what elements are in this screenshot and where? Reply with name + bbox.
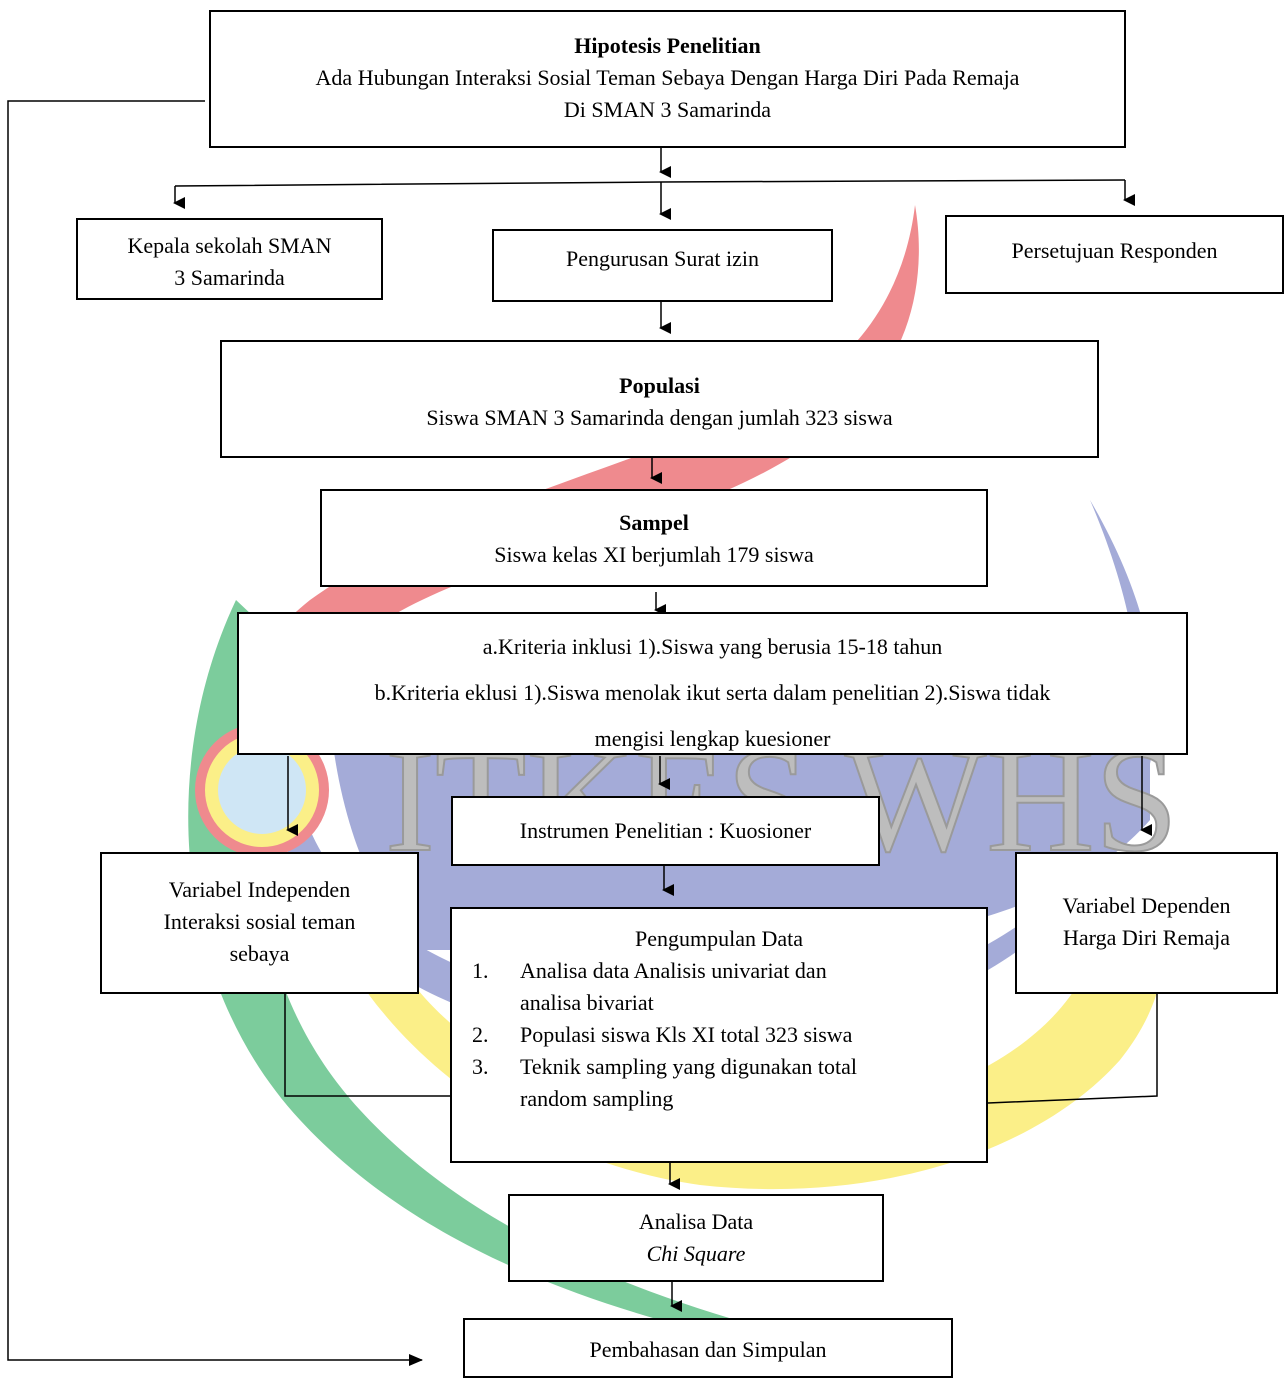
instrumen-box: Instrumen Penelitian : Kuosioner	[451, 796, 880, 866]
pengumpulan-item-3: 3. Teknik sampling yang digunakan total …	[452, 1051, 986, 1115]
item-2-number: 2.	[472, 1022, 489, 1047]
hipotesis-line-2: Di SMAN 3 Samarinda	[563, 97, 772, 122]
pembahasan-box: Pembahasan dan Simpulan	[463, 1318, 953, 1378]
kriteria-box: a.Kriteria inklusi 1).Siswa yang berusia…	[237, 612, 1188, 755]
pengumpulan-list: 1. Analisa data Analisis univariat dan a…	[452, 955, 986, 1115]
kepala-line-2: 3 Samarinda	[174, 265, 285, 290]
variabel-independen-box: Variabel Independen Interaksi sosial tem…	[100, 852, 419, 994]
persetujuan-text: Persetujuan Responden	[1011, 238, 1218, 263]
dependen-line-1: Variabel Dependen	[1062, 893, 1231, 918]
watermark-emblem-globe	[218, 746, 306, 834]
sampel-text: Siswa kelas XI berjumlah 179 siswa	[494, 542, 814, 567]
analisa-title: Analisa Data	[638, 1209, 754, 1234]
pembahasan-text: Pembahasan dan Simpulan	[589, 1337, 827, 1362]
persetujuan-box: Persetujuan Responden	[945, 215, 1284, 294]
pengumpulan-item-2: 2. Populasi siswa Kls XI total 323 siswa	[452, 1019, 986, 1051]
item-1-line-2: analisa bivariat	[520, 990, 654, 1015]
pengumpulan-data-box: Pengumpulan Data 1. Analisa data Analisi…	[450, 907, 988, 1163]
kriteria-line-3: mengisi lengkap kuesioner	[594, 726, 831, 751]
independen-line-1: Variabel Independen	[168, 877, 351, 902]
independen-line-3: sebaya	[229, 941, 290, 966]
independen-line-2: Interaksi sosial teman	[163, 909, 356, 934]
item-3-line-2: random sampling	[520, 1086, 674, 1111]
item-1-number: 1.	[472, 958, 489, 983]
item-3-line-1: Teknik sampling yang digunakan total	[520, 1054, 857, 1079]
kepala-sekolah-box: Kepala sekolah SMAN 3 Samarinda	[76, 218, 383, 300]
analisa-data-box: Analisa Data Chi Square	[508, 1194, 884, 1282]
variabel-dependen-box: Variabel Dependen Harga Diri Remaja	[1015, 852, 1278, 994]
dependen-line-2: Harga Diri Remaja	[1063, 925, 1230, 950]
hipotesis-title: Hipotesis Penelitian	[574, 33, 761, 58]
kepala-line-1: Kepala sekolah SMAN	[127, 233, 332, 258]
instrumen-text: Instrumen Penelitian : Kuosioner	[519, 818, 812, 843]
pengumpulan-title: Pengumpulan Data	[634, 926, 804, 951]
surat-izin-text: Pengurusan Surat izin	[565, 246, 760, 271]
hipotesis-line-1: Ada Hubungan Interaksi Sosial Teman Seba…	[315, 65, 1020, 90]
watermark-red-flame	[240, 205, 919, 720]
surat-izin-box: Pengurusan Surat izin	[492, 229, 833, 302]
branch-line	[174, 179, 1126, 187]
sampel-title: Sampel	[619, 510, 689, 535]
watermark-green-swoosh	[188, 600, 831, 1345]
populasi-title: Populasi	[619, 373, 700, 398]
populasi-text: Siswa SMAN 3 Samarinda dengan jumlah 323…	[426, 405, 893, 430]
sampel-box: Sampel Siswa kelas XI berjumlah 179 sisw…	[320, 489, 988, 587]
item-1-line-1: Analisa data Analisis univariat dan	[520, 958, 827, 983]
line-independen-pengumpulan	[284, 994, 450, 1097]
kriteria-line-2: b.Kriteria eklusi 1).Siswa menolak ikut …	[374, 680, 1051, 705]
line-dependen-pengumpulan	[987, 994, 1158, 1104]
feedback-loop-line	[7, 100, 423, 1366]
pengumpulan-item-1: 1. Analisa data Analisis univariat dan a…	[452, 955, 986, 1019]
populasi-box: Populasi Siswa SMAN 3 Samarinda dengan j…	[220, 340, 1099, 458]
item-2-line-1: Populasi siswa Kls XI total 323 siswa	[520, 1022, 853, 1047]
item-3-number: 3.	[472, 1054, 489, 1079]
analisa-method: Chi Square	[646, 1241, 746, 1266]
kriteria-line-1: a.Kriteria inklusi 1).Siswa yang berusia…	[482, 634, 943, 659]
hipotesis-box: Hipotesis Penelitian Ada Hubungan Intera…	[209, 10, 1126, 148]
